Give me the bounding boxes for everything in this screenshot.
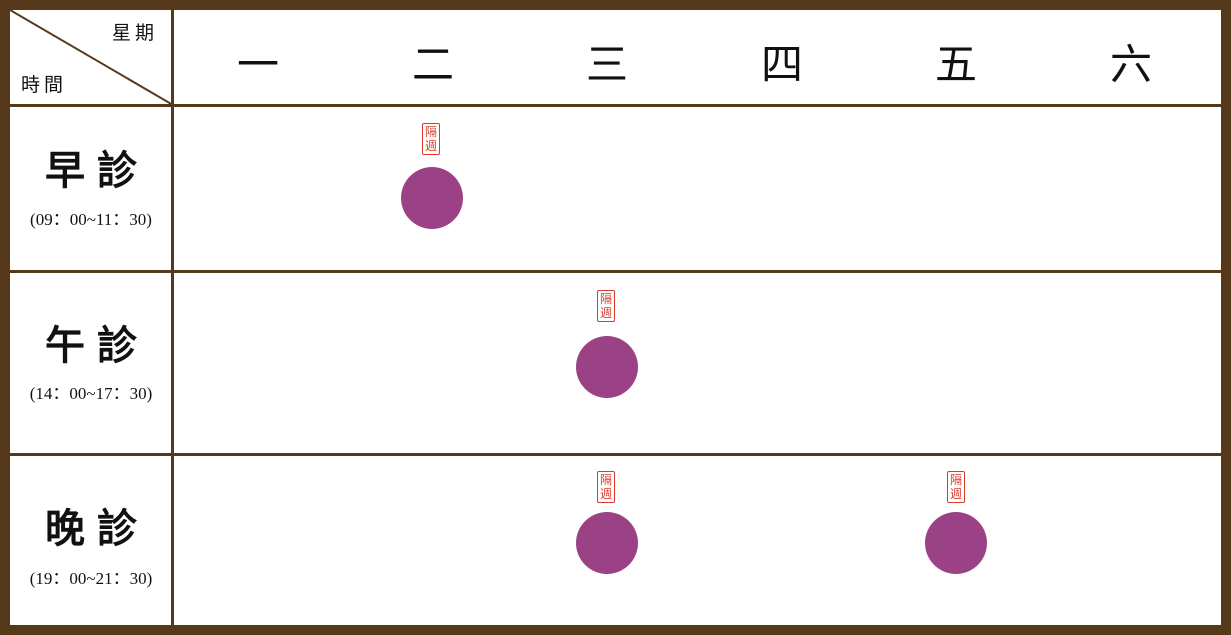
corner-diagonal: [10, 10, 173, 106]
stamp-char: 隔: [599, 473, 612, 487]
session-title-afternoon: 午診: [45, 322, 149, 369]
stamp-char: 週: [599, 306, 612, 320]
day-header-wed: 三: [585, 40, 628, 89]
stamp-char: 週: [949, 487, 962, 501]
session-title-evening: 晚診: [45, 505, 149, 552]
clinic-open-dot: [925, 512, 987, 574]
day-header-sat: 六: [1109, 40, 1152, 89]
stamp-char: 隔: [424, 125, 437, 139]
day-header-fri: 五: [934, 40, 977, 89]
stamp-char: 隔: [599, 292, 612, 306]
stamp-char: 週: [599, 487, 612, 501]
row-divider: [10, 453, 1221, 456]
row-divider: [10, 104, 1221, 107]
clinic-open-dot: [401, 167, 463, 229]
clinic-open-dot: [576, 512, 638, 574]
session-title-morning: 早診: [45, 147, 149, 194]
alternate-week-stamp: 隔 週: [597, 290, 615, 322]
session-hours-evening: (19：00~21：30): [29, 569, 153, 588]
day-header-tue: 二: [411, 40, 454, 89]
stamp-char: 隔: [949, 473, 962, 487]
time-corner-label: 時間: [21, 74, 68, 96]
session-hours-afternoon: (14：00~17：30): [29, 384, 153, 403]
alternate-week-stamp: 隔 週: [422, 123, 440, 155]
day-header-mon: 一: [236, 40, 279, 89]
alternate-week-stamp: 隔 週: [947, 471, 965, 503]
day-header-thu: 四: [760, 40, 803, 89]
row-divider: [10, 270, 1221, 273]
weekday-corner-label: 星期: [112, 22, 159, 44]
clinic-open-dot: [576, 336, 638, 398]
session-hours-morning: (09：00~11：30): [30, 210, 152, 229]
alternate-week-stamp: 隔 週: [597, 471, 615, 503]
stamp-char: 週: [424, 139, 437, 153]
column-divider: [171, 10, 174, 625]
